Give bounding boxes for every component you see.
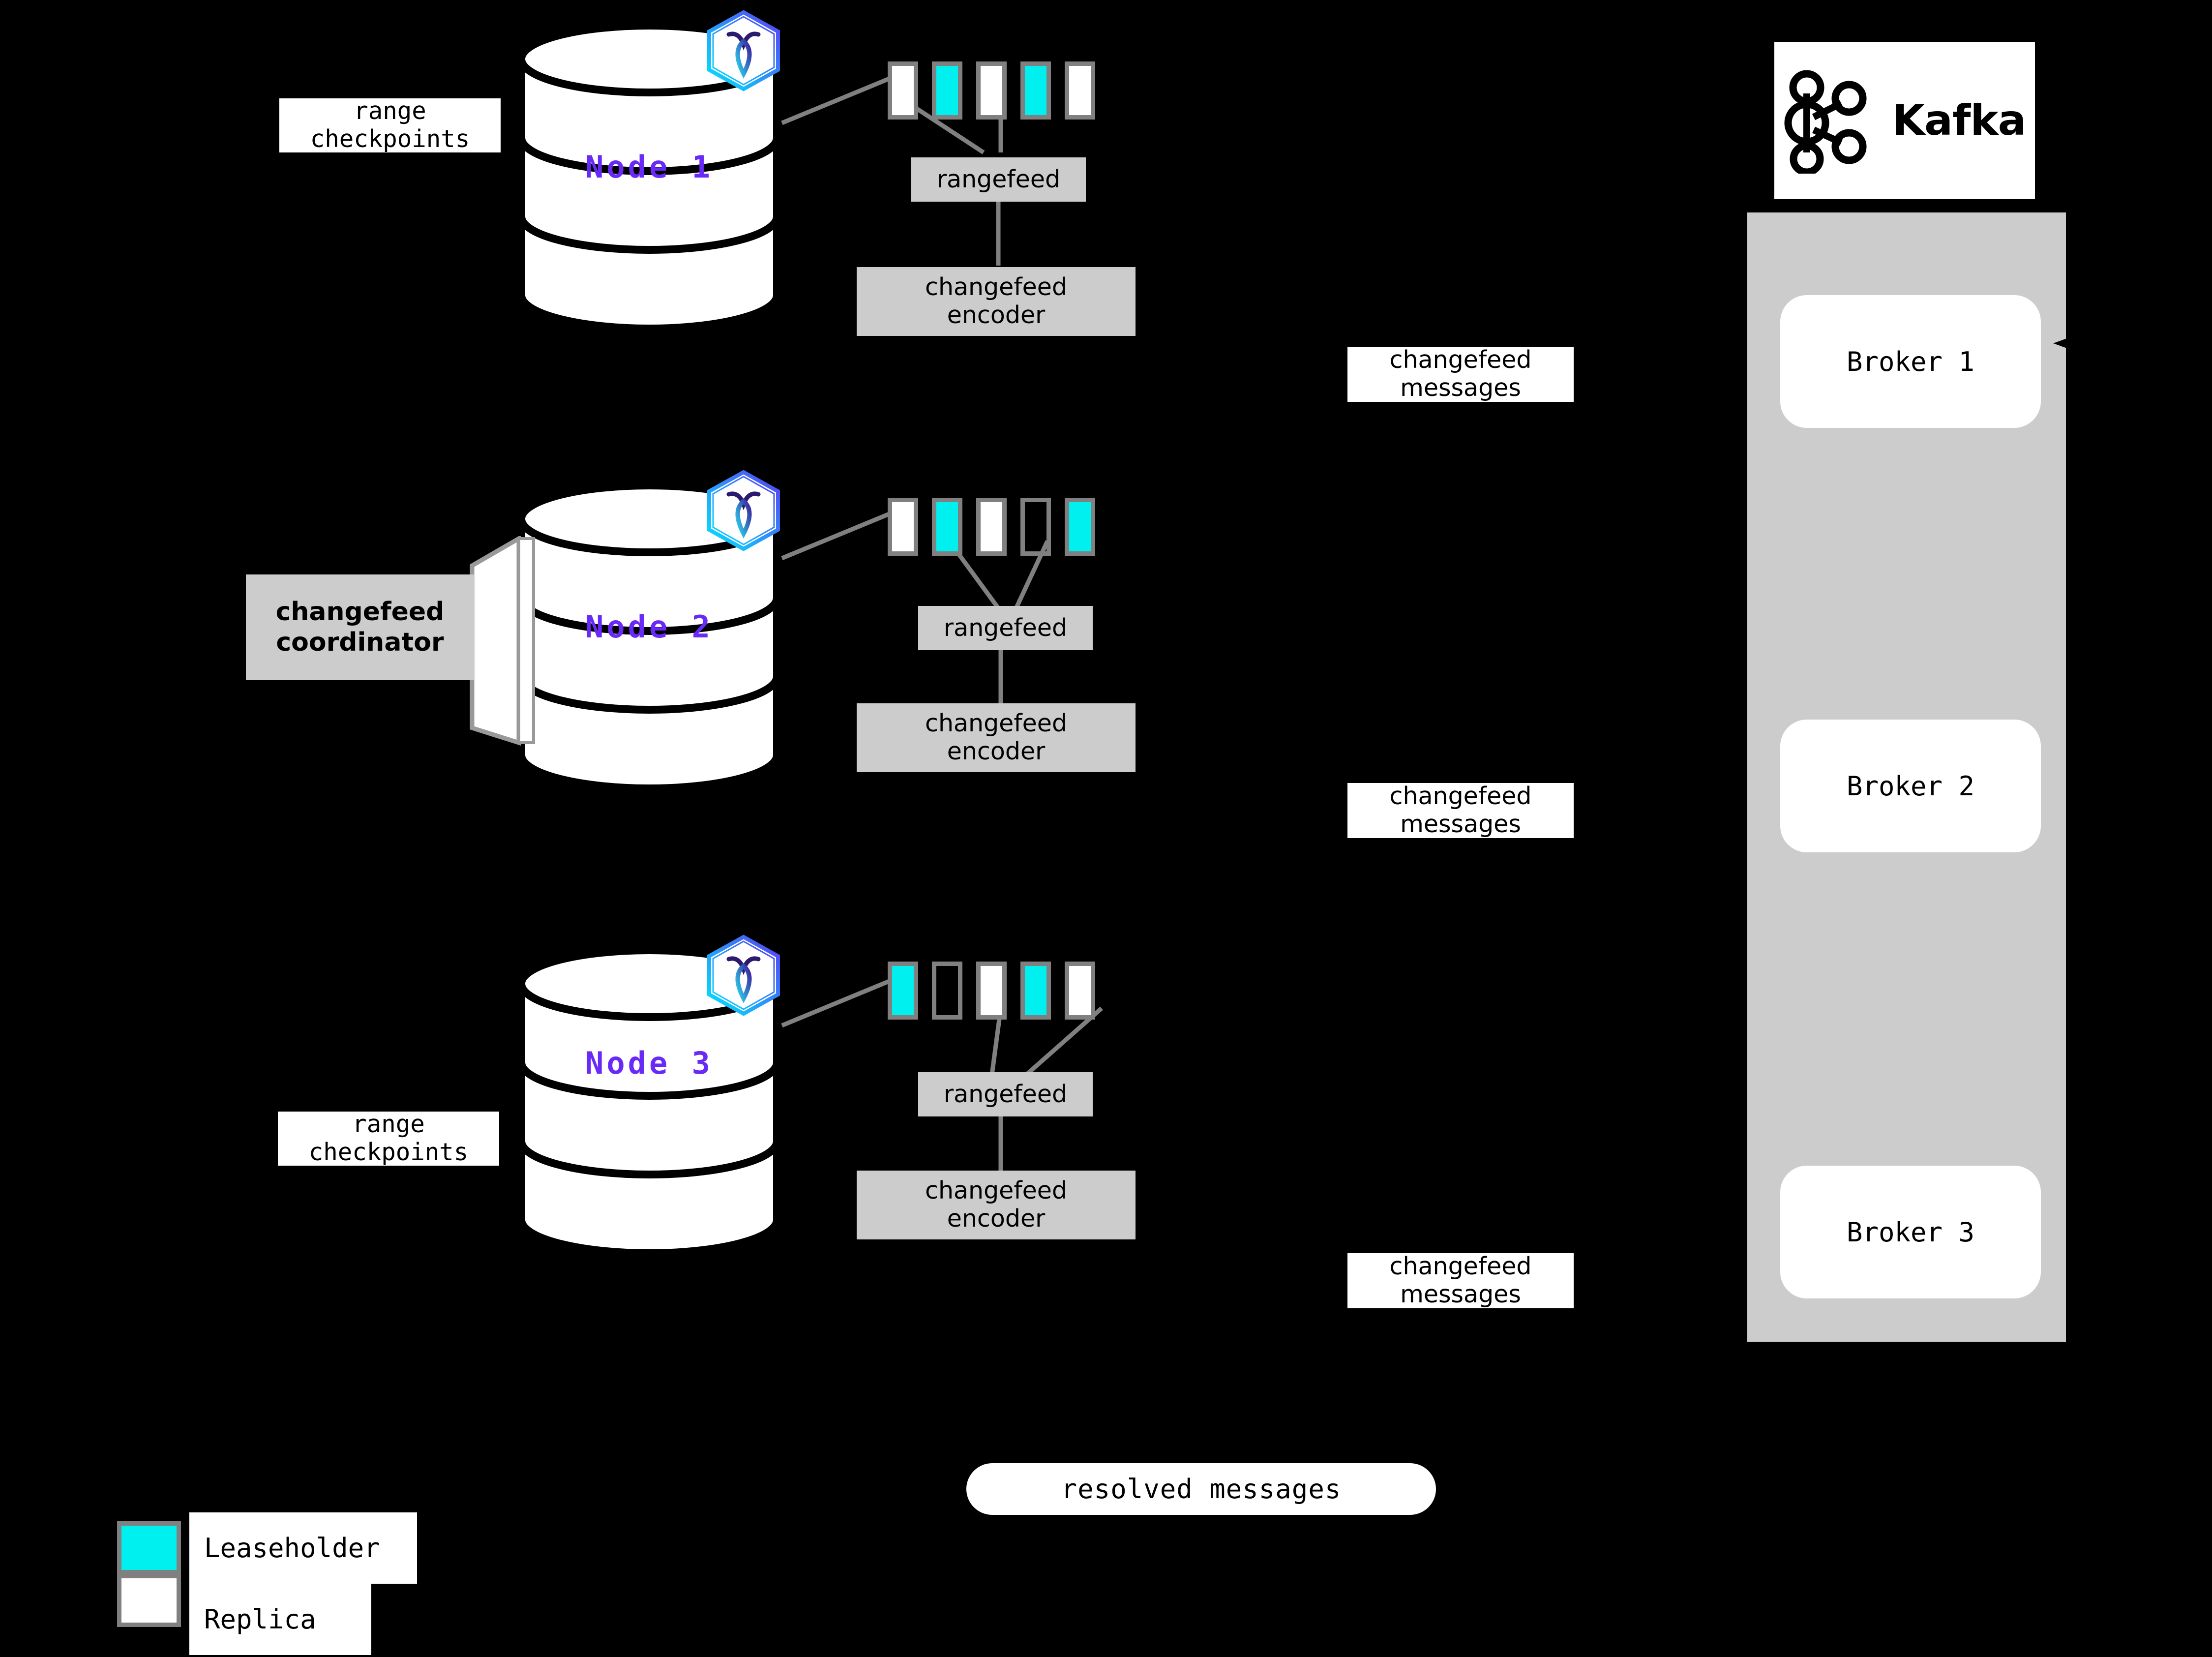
node-3-group: Node 3 — [516, 947, 782, 1257]
range-box[interactable] — [1065, 61, 1095, 120]
kafka-nodes-icon — [1784, 70, 1867, 174]
node-3-rangefeed-box[interactable]: rangefeed — [918, 1072, 1093, 1116]
range-box[interactable] — [976, 61, 1007, 120]
cockroachdb-hexagon-icon — [703, 9, 784, 92]
node-2-range-row — [888, 498, 1109, 556]
database-cylinder-icon — [517, 22, 781, 332]
node-3-range-row — [888, 962, 1109, 1020]
range-box[interactable] — [1020, 498, 1051, 556]
range-box[interactable] — [932, 498, 962, 556]
node-2-rangefeed-box[interactable]: rangefeed — [918, 606, 1093, 650]
node-3-range-checkpoints-label: range checkpoints — [278, 1110, 499, 1166]
node-2-label: Node 2 — [585, 609, 713, 645]
cockroachdb-hexagon-icon — [703, 934, 784, 1017]
database-cylinder-icon — [517, 947, 781, 1257]
legend-label-leaseholder: Leaseholder — [189, 1512, 417, 1584]
range-box[interactable] — [932, 61, 962, 120]
coordinator-prism-shape — [470, 535, 538, 757]
node-2-group: Node 2 — [516, 482, 782, 792]
broker-3-box[interactable]: Broker 3 — [1780, 1166, 2041, 1298]
node-1-rangefeed-box[interactable]: rangefeed — [911, 157, 1086, 202]
range-box[interactable] — [1065, 962, 1095, 1020]
range-box[interactable] — [1020, 61, 1051, 120]
incoming-arrow-icon — [2053, 330, 2083, 359]
range-box[interactable] — [1020, 962, 1051, 1020]
range-box[interactable] — [888, 61, 918, 120]
kafka-logo-box: Kafka — [1774, 42, 2035, 199]
cockroachdb-hexagon-icon — [703, 469, 784, 552]
legend-swatch-replica — [117, 1574, 181, 1627]
node-1-changefeed-encoder-box[interactable]: changefeed encoder — [857, 267, 1136, 336]
node-3-changefeed-encoder-box[interactable]: changefeed encoder — [857, 1171, 1136, 1239]
node-1-range-row — [888, 61, 1109, 120]
broker-2-box[interactable]: Broker 2 — [1780, 720, 2041, 852]
range-box[interactable] — [1065, 498, 1095, 556]
range-box[interactable] — [976, 962, 1007, 1020]
changefeed-messages-label-2: changefeed messages — [1347, 782, 1574, 838]
range-box[interactable] — [888, 962, 918, 1020]
node-2-changefeed-encoder-box[interactable]: changefeed encoder — [857, 703, 1136, 772]
range-box[interactable] — [932, 962, 962, 1020]
changefeed-coordinator-box[interactable]: changefeed coordinator — [246, 574, 474, 680]
legend-swatch-leaseholder — [117, 1521, 181, 1574]
changefeed-messages-label-1: changefeed messages — [1347, 346, 1574, 402]
node-1-range-checkpoints-label: range checkpoints — [279, 97, 501, 153]
node-1-label: Node 1 — [585, 149, 713, 185]
resolved-messages-pill: resolved messages — [966, 1463, 1436, 1515]
broker-1-box[interactable]: Broker 1 — [1780, 295, 2041, 428]
database-cylinder-icon — [517, 482, 781, 792]
legend-label-replica: Replica — [189, 1584, 371, 1655]
node-3-label: Node 3 — [585, 1045, 713, 1081]
kafka-wordmark: Kafka — [1892, 96, 2026, 145]
node-1-group: Node 1 — [516, 22, 782, 332]
changefeed-messages-label-3: changefeed messages — [1347, 1252, 1574, 1308]
range-box[interactable] — [888, 498, 918, 556]
range-box[interactable] — [976, 498, 1007, 556]
